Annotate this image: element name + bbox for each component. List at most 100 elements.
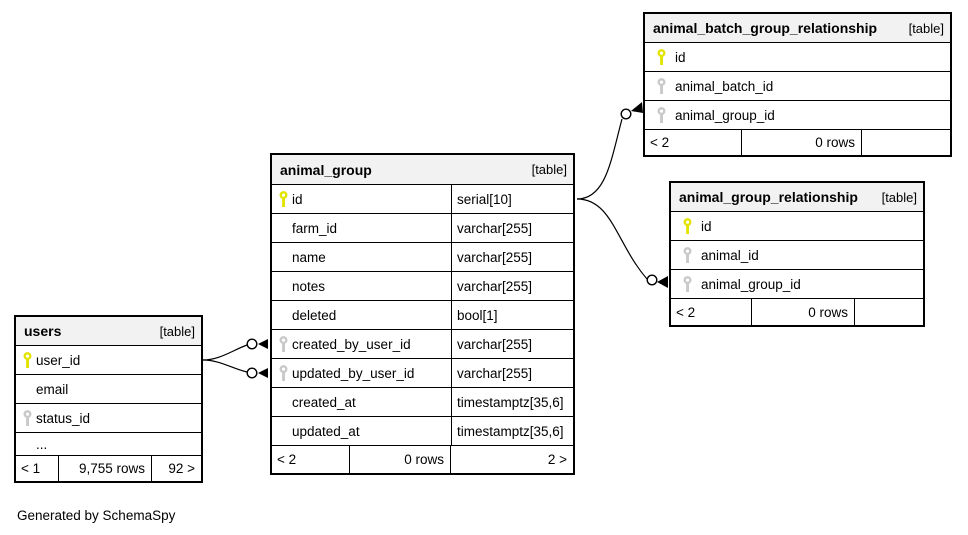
- column-row-id: id: [645, 43, 950, 72]
- column-row-created_by_user_id: created_by_user_id varchar[255]: [272, 330, 573, 359]
- table-animal-group-relationship[interactable]: animal_group_relationship [table] id animal…: [669, 181, 925, 327]
- footer-left-count: < 2: [671, 299, 752, 325]
- table-animal-batch-group-relationship[interactable]: animal_batch_group_relationship [table] id…: [643, 12, 952, 157]
- column-name: created_by_user_id: [292, 336, 411, 352]
- footer-row-count: 0 rows: [350, 446, 451, 473]
- column-row-user_id: user_id: [16, 346, 201, 375]
- table-header: animal_group [table]: [272, 155, 573, 185]
- column-name: id: [292, 191, 303, 207]
- column-name: animal_group_id: [701, 276, 801, 292]
- edge-dot: [246, 338, 258, 350]
- primary-key-icon: [16, 351, 36, 369]
- table-type-badge: [table]: [159, 323, 195, 339]
- table-type-badge: [table]: [531, 162, 567, 177]
- column-row-ellipsis: ...: [16, 433, 201, 456]
- column-row-id: id: [671, 212, 923, 241]
- column-row-status_id: status_id: [16, 404, 201, 433]
- column-name: name: [292, 249, 326, 265]
- primary-key-icon: [645, 48, 675, 66]
- column-name: created_at: [292, 394, 356, 410]
- foreign-key-icon: [272, 364, 292, 382]
- foreign-key-icon: [272, 335, 292, 353]
- column-type: bool[1]: [451, 301, 573, 329]
- column-type: timestamptz[35,6]: [451, 417, 573, 445]
- column-row-email: email: [16, 375, 201, 404]
- generated-by-note: Generated by SchemaSpy: [17, 508, 176, 523]
- foreign-key-icon: [671, 246, 701, 264]
- column-row-created_at: created_at timestamptz[35,6]: [272, 388, 573, 417]
- table-type-badge: [table]: [908, 20, 944, 36]
- column-name: id: [701, 218, 712, 234]
- edge-arrowhead: [657, 276, 668, 288]
- column-type: varchar[255]: [451, 272, 573, 300]
- column-name: updated_by_user_id: [292, 365, 415, 381]
- column-name: animal_batch_id: [675, 78, 774, 94]
- edge-batch-group-animal-group-id: [576, 118, 623, 200]
- table-header: animal_batch_group_relationship [table]: [645, 14, 950, 43]
- column-type: varchar[255]: [451, 214, 573, 242]
- column-name: farm_id: [292, 220, 338, 236]
- footer-right-count: 92 >: [168, 461, 195, 476]
- column-name: deleted: [292, 307, 337, 323]
- foreign-key-icon: [645, 77, 675, 95]
- table-type-badge: [table]: [881, 189, 917, 205]
- footer-row-count: 9,755 rows: [59, 456, 152, 481]
- primary-key-icon: [671, 217, 701, 235]
- edge-arrowhead: [258, 368, 268, 378]
- column-name: animal_group_id: [675, 107, 775, 123]
- footer-left-count: < 2: [645, 130, 742, 155]
- footer-left-count: < 2: [272, 446, 350, 473]
- column-name: id: [675, 49, 686, 65]
- column-type: timestamptz[35,6]: [451, 388, 573, 416]
- footer-left-count: < 1: [16, 456, 59, 481]
- column-type: varchar[255]: [451, 359, 573, 387]
- column-row-name: name varchar[255]: [272, 243, 573, 272]
- column-row-deleted: deleted bool[1]: [272, 301, 573, 330]
- foreign-key-icon: [671, 275, 701, 293]
- column-row-animal_id: animal_id: [671, 241, 923, 270]
- column-row-animal_group_id: animal_group_id: [671, 270, 923, 299]
- foreign-key-icon: [16, 409, 36, 427]
- edge-created-by-user-id: [202, 344, 248, 361]
- column-name: ...: [36, 436, 48, 452]
- footer-row-count: 0 rows: [752, 299, 855, 325]
- table-title[interactable]: users: [24, 323, 62, 339]
- edge-dot: [646, 274, 658, 286]
- column-type: serial[10]: [451, 185, 573, 213]
- column-name: status_id: [36, 410, 91, 426]
- column-name: animal_id: [701, 247, 759, 263]
- column-name: updated_at: [292, 423, 360, 439]
- column-row-animal_batch_id: animal_batch_id: [645, 72, 950, 101]
- footer-right-count: 2 >: [547, 452, 567, 467]
- column-type: varchar[255]: [451, 243, 573, 271]
- table-title[interactable]: animal_batch_group_relationship: [653, 20, 878, 36]
- column-name: email: [36, 381, 69, 397]
- column-row-animal_group_id: animal_group_id: [645, 101, 950, 130]
- footer-right-count: [855, 299, 923, 325]
- foreign-key-icon: [645, 106, 675, 124]
- table-title[interactable]: animal_group: [280, 161, 372, 178]
- edge-group-rel-animal-group-id: [576, 198, 648, 280]
- column-row-id: id serial[10]: [272, 185, 573, 214]
- edge-dot: [246, 367, 258, 379]
- edge-arrowhead: [631, 102, 643, 113]
- table-header: animal_group_relationship [table]: [671, 183, 923, 212]
- column-row-farm_id: farm_id varchar[255]: [272, 214, 573, 243]
- edge-updated-by-user-id: [202, 359, 248, 373]
- column-name: user_id: [36, 352, 81, 368]
- column-row-updated_at: updated_at timestamptz[35,6]: [272, 417, 573, 446]
- footer-right-count: [862, 130, 950, 155]
- column-row-updated_by_user_id: updated_by_user_id varchar[255]: [272, 359, 573, 388]
- footer-row-count: 0 rows: [742, 130, 862, 155]
- table-title[interactable]: animal_group_relationship: [679, 189, 858, 205]
- edge-dot: [620, 108, 632, 120]
- edge-arrowhead: [258, 339, 268, 349]
- column-type: varchar[255]: [451, 330, 573, 358]
